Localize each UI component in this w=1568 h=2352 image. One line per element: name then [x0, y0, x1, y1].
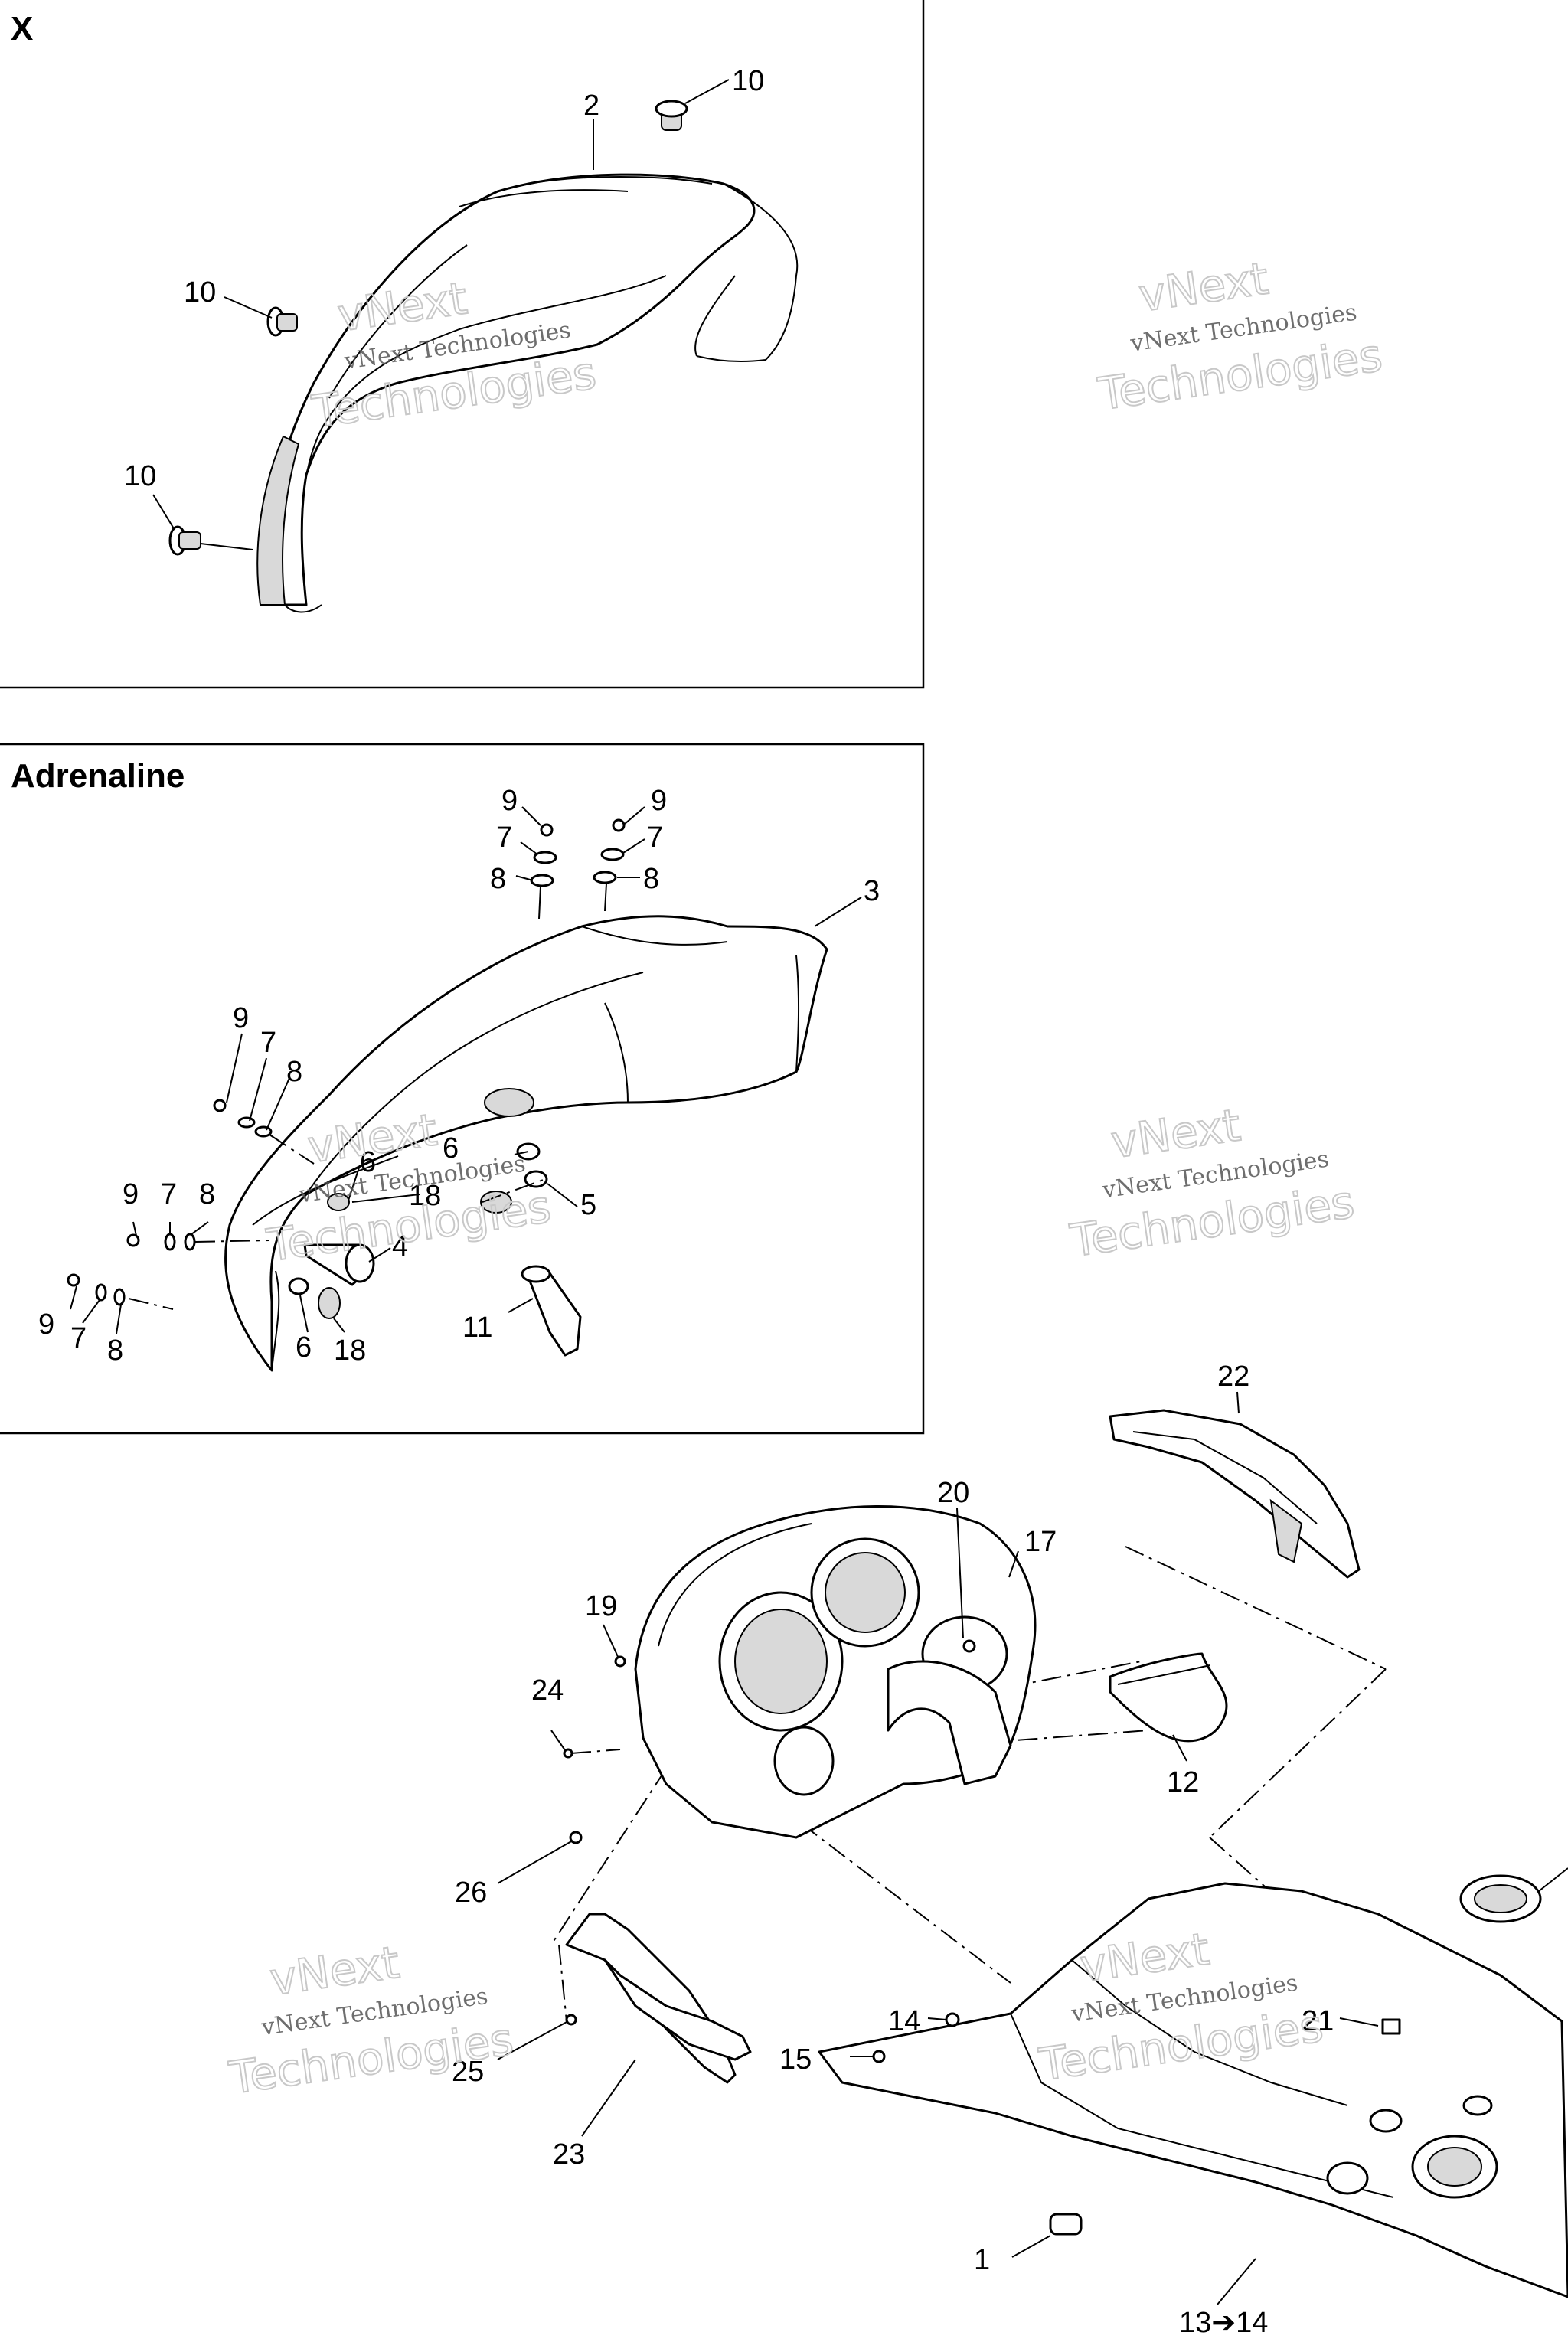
callout-a-3: 3 — [864, 875, 880, 907]
callout-m-19: 19 — [585, 1590, 617, 1622]
push-rivet-bottom — [168, 525, 201, 556]
visor-12 — [1109, 1652, 1228, 1743]
callout-m-24: 24 — [531, 1674, 564, 1707]
callout-a-7-bottom: 7 — [70, 1322, 87, 1354]
front-fender-adrenaline — [224, 915, 828, 1372]
watermarks: vNext vNext Technologies Technologies vN… — [225, 251, 1386, 2105]
callout-a-9-bottom: 9 — [38, 1308, 54, 1341]
callout-m-26: 26 — [455, 1877, 487, 1909]
callout-a-7-top-right: 7 — [647, 822, 663, 854]
callout-x-2: 2 — [583, 90, 599, 122]
callout-m-25: 25 — [452, 2056, 484, 2088]
callout-m-17: 17 — [1024, 1526, 1057, 1558]
callout-a-9-mid: 9 — [233, 1002, 249, 1034]
callout-a-6-center: 6 — [443, 1132, 459, 1165]
callout-x-10-bottom: 10 — [124, 460, 156, 492]
callout-m-14: 14 — [888, 2005, 920, 2037]
callout-a-6-left: 6 — [360, 1146, 376, 1178]
front-fender-x — [256, 173, 799, 613]
section-adrenaline-title: Adrenaline — [11, 757, 185, 795]
callout-a-18-bottom: 18 — [334, 1334, 366, 1367]
callout-a-7-mid: 7 — [260, 1027, 276, 1059]
upper-deflector-22 — [1109, 1409, 1361, 1579]
callout-m-12: 12 — [1167, 1766, 1199, 1798]
callout-a-8-low: 8 — [199, 1178, 215, 1210]
callout-m-13-14: 13➔14 — [1179, 2307, 1268, 2339]
callout-a-18-left: 18 — [409, 1180, 441, 1212]
push-rivet-top — [655, 100, 688, 131]
adrenaline-hardware — [67, 818, 626, 1357]
callout-a-7-low: 7 — [161, 1178, 177, 1210]
callout-a-9-top-left: 9 — [501, 785, 518, 817]
svg-text:vNext: vNext — [1136, 252, 1272, 322]
callout-a-8-bottom: 8 — [107, 1334, 123, 1367]
callout-m-21: 21 — [1302, 2005, 1334, 2037]
callout-a-8-top-right: 8 — [643, 863, 659, 895]
push-rivet-middle — [266, 306, 298, 337]
watermark-2: vNext vNext Technologies Technologies — [1094, 251, 1386, 421]
lower-console-13-14 — [818, 1874, 1568, 2298]
watermark-1: vNext vNext Technologies Technologies — [308, 271, 599, 439]
console-hardware — [563, 1639, 1401, 2063]
callout-m-1: 1 — [974, 2244, 990, 2276]
section-x: X 2 — [0, 0, 925, 689]
callout-a-4: 4 — [392, 1230, 408, 1263]
svg-text:vNext: vNext — [267, 1936, 403, 2006]
callout-m-15: 15 — [779, 2043, 812, 2076]
callout-m-22: 22 — [1217, 1361, 1250, 1393]
callout-a-6-bottom: 6 — [296, 1331, 312, 1364]
callout-a-9-top-right: 9 — [651, 785, 667, 817]
callout-x-10-top: 10 — [732, 65, 764, 97]
callout-x-10-middle: 10 — [184, 276, 216, 309]
gauge-housing-17 — [634, 1505, 1037, 1839]
side-panel-23 — [565, 1913, 752, 2084]
callout-a-9-low: 9 — [122, 1178, 139, 1210]
callout-m-23: 23 — [553, 2138, 585, 2171]
watermark-4: vNext vNext Technologies Technologies — [1067, 1098, 1358, 1268]
callout-a-8-top-left: 8 — [490, 863, 506, 895]
svg-text:vNext: vNext — [1108, 1099, 1243, 1168]
console-assembly: 22 20 17 19 24 12 26 25 23 14 15 21 1 13… — [452, 1361, 1568, 2339]
callout-a-7-top-left: 7 — [496, 822, 512, 854]
callout-a-11: 11 — [462, 1312, 492, 1344]
section-x-frame — [0, 0, 925, 689]
callout-a-8-mid: 8 — [286, 1056, 302, 1088]
callout-m-20: 20 — [937, 1477, 969, 1509]
section-adrenaline: Adrenaline — [0, 743, 925, 1435]
section-adrenaline-frame — [0, 743, 925, 1435]
callout-a-5: 5 — [580, 1189, 596, 1221]
section-x-title: X — [11, 10, 33, 47]
